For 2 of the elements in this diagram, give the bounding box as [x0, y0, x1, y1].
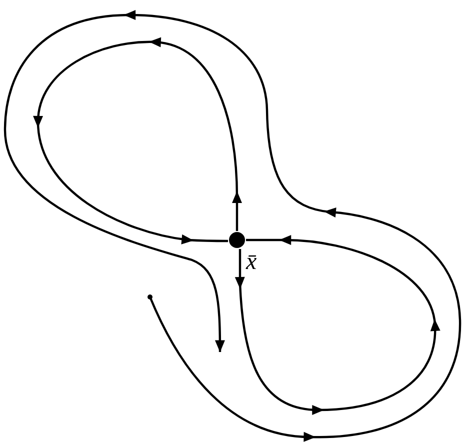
saddle-point: [229, 232, 245, 248]
point-label: x̄: [246, 250, 257, 274]
